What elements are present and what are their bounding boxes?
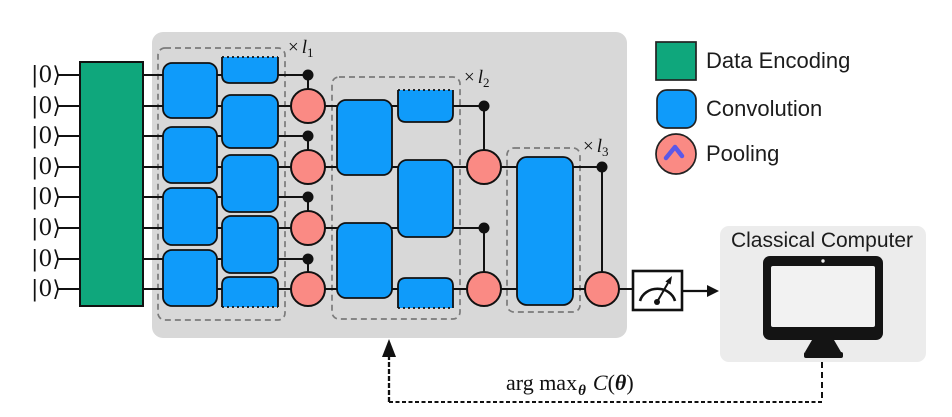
monitor-icon xyxy=(763,256,883,358)
qubit-label: |0⟩ xyxy=(31,216,61,241)
convolution-block-wrap-top xyxy=(221,57,279,84)
layer1-repeat-box xyxy=(157,47,286,321)
legend-label-data-encoding: Data Encoding xyxy=(706,48,850,73)
pooling-gate-circle xyxy=(290,210,326,246)
feedback-arrow xyxy=(382,339,823,403)
convolution-block-wrap-top xyxy=(397,90,454,123)
pooling-control-dot xyxy=(302,130,314,142)
pooling-gate-circle xyxy=(290,149,326,185)
arrow-head-icon xyxy=(707,285,719,297)
pooling-gate-circle xyxy=(290,88,326,124)
pooling-gate-circle xyxy=(466,271,502,307)
convolution-block xyxy=(516,156,574,306)
convolution-block xyxy=(221,154,279,213)
convolution-block xyxy=(336,99,393,176)
qubit-label: |0⟩ xyxy=(31,247,61,272)
pooling-control-dot xyxy=(478,100,490,112)
gauge-icon xyxy=(638,276,677,305)
arrow-to-computer xyxy=(683,285,719,297)
monitor-screen xyxy=(771,266,875,327)
qubit-label: |0⟩ xyxy=(31,155,61,180)
convolution-block xyxy=(397,159,454,238)
gauge-needle-tip xyxy=(665,276,672,285)
classical-computer-title: Classical Computer xyxy=(731,229,913,252)
pooling-control-dot xyxy=(302,69,314,81)
convolution-block xyxy=(162,126,218,184)
layer1-repeat-label: ×l1 xyxy=(288,37,314,60)
convolution-block xyxy=(221,94,279,149)
convolution-block-wrap-bottom xyxy=(221,276,279,307)
convolution-block-wrap-bottom xyxy=(397,277,454,308)
monitor-base xyxy=(804,352,843,358)
legend-swatch-pooling xyxy=(655,133,697,175)
convolution-block xyxy=(221,215,279,274)
convolution-block xyxy=(336,222,393,299)
qubit-label: |0⟩ xyxy=(31,185,61,210)
legend: Data Encoding Convolution Pooling xyxy=(655,41,850,175)
legend-swatch-data-encoding xyxy=(655,41,697,81)
classical-computer-panel: Classical Computer xyxy=(720,226,926,362)
qubit-label: |0⟩ xyxy=(31,124,61,149)
layer3-repeat-box xyxy=(506,147,581,313)
bent-arrow-icon xyxy=(663,144,685,161)
pooling-control-dot xyxy=(596,161,608,173)
gauge-needle xyxy=(656,282,669,303)
monitor-stand xyxy=(805,340,841,352)
qubit-label: |0⟩ xyxy=(31,277,61,302)
pooling-gate-circle xyxy=(466,149,502,185)
measurement-box xyxy=(631,269,684,312)
feedback-arrow-head-icon xyxy=(382,339,396,357)
legend-label-convolution: Convolution xyxy=(706,96,822,121)
layer2-repeat-box xyxy=(331,76,461,320)
convolution-block xyxy=(162,187,218,246)
monitor-camera-dot xyxy=(821,259,825,263)
pooling-gate-circle xyxy=(584,271,620,307)
qubit-label: |0⟩ xyxy=(31,94,61,119)
data-encoding-block xyxy=(79,61,144,307)
pooling-gate-circle xyxy=(290,271,326,307)
pooling-control-dot xyxy=(302,253,314,265)
gauge-pivot xyxy=(654,299,660,305)
convolution-block xyxy=(162,249,218,307)
gauge-arc xyxy=(638,287,677,302)
layer3-repeat-label: ×l3 xyxy=(583,136,609,159)
legend-label-pooling: Pooling xyxy=(706,141,779,166)
pooling-control-dot xyxy=(478,222,490,234)
layer2-repeat-label: ×l2 xyxy=(464,67,490,90)
qubit-label: |0⟩ xyxy=(31,63,61,88)
pooling-control-dot xyxy=(302,191,314,203)
convolution-block xyxy=(162,62,218,119)
legend-swatch-convolution xyxy=(656,89,697,129)
